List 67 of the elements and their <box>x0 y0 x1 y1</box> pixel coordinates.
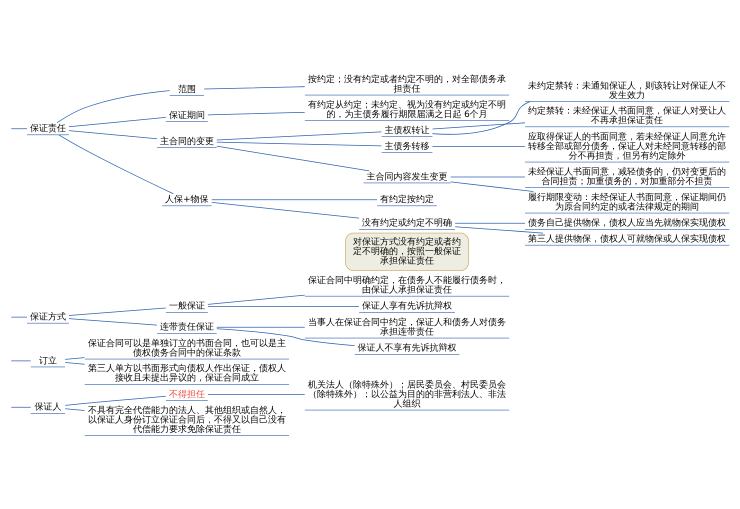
node-text: 当事人在保证合同中约定，保证人和债务人对债务承担连带责任 <box>308 318 506 338</box>
node-text: 主合同内容发生变更 <box>366 172 448 182</box>
connector <box>64 408 85 411</box>
node-text: 主债务转移 <box>384 142 430 152</box>
node-text: 主合同的变更 <box>160 136 214 147</box>
node-text: 应取得保证人的书面同意，若未经保证人同意允许转移全部或部分债务，保证人对未经同意转移的部分不再担责，但另有约定除外 <box>528 132 726 162</box>
connector <box>208 112 306 116</box>
node-text: 约定禁转：未经保证人书面同意，保证人对受让人不再承担保证责任 <box>528 106 726 126</box>
node-text: 没有约定或约定不明确 <box>362 218 452 229</box>
connector <box>64 357 85 360</box>
connector <box>216 328 355 346</box>
node-text: 保证合同可以是单独订立的书面合同，也可以是主债权债务合同中的保证条款 <box>88 338 286 358</box>
node-text: 保证人享有先诉抗辩权 <box>362 302 452 312</box>
connector <box>68 318 158 326</box>
node-text: 保证人 <box>34 402 62 413</box>
connector <box>454 222 526 224</box>
connector <box>432 146 526 147</box>
node-text: 连带责任保证 <box>160 322 214 333</box>
connector <box>450 176 526 178</box>
connector <box>454 226 544 234</box>
connector <box>208 306 360 307</box>
connector <box>211 202 360 219</box>
connector <box>208 394 306 395</box>
connector <box>10 128 28 130</box>
node-text: 订立 <box>38 356 57 366</box>
node-text: 第三人提供物保，债权人可就物保或人保实现债权 <box>528 234 726 244</box>
node-text: 未约定禁转：未通知保证人，则该转让对保证人不发生效力 <box>528 81 726 101</box>
node-text: 一般保证 <box>168 302 205 312</box>
connector <box>56 90 170 124</box>
connector <box>10 406 32 408</box>
connector <box>68 117 166 128</box>
node-text: 不具有完全代偿能力的法人、其他组织或自然人，以保证人身份订立保证合同后，不得又以自己没有代偿能力要求免除保证责任 <box>88 406 286 435</box>
node-box: 对保证方式没有约定或者约定不明确的，按照一般保证承担保证责任 <box>345 232 469 271</box>
node-text: 有约定从约定；未约定、视为没有约定或约定不明的，为主债务履行期限届满之日起 6个月 <box>308 100 506 120</box>
node-text: 保证方式 <box>30 312 66 322</box>
connector <box>432 122 526 130</box>
connector <box>68 308 166 316</box>
connector <box>216 326 306 328</box>
connector <box>204 86 306 90</box>
connector <box>58 134 174 194</box>
node-text: 有约定按约定 <box>380 195 434 206</box>
node-text: 保证人不享有先诉抗辩权 <box>358 344 457 354</box>
connector <box>10 316 28 318</box>
connector <box>68 130 158 140</box>
node-text: 人保+物保 <box>165 195 209 206</box>
connector <box>432 101 530 135</box>
node-text: 机关法人（除特殊外）；居民委员会、村民委员会（除特殊外）；以公益为目的的非营利法人、非法人组织 <box>308 380 506 410</box>
connector <box>64 396 166 406</box>
node-text: 未经保证人书面同意，减轻债务的，仍对变更后的合同担责；加重债务的，对加重部分不担责 <box>528 168 726 188</box>
connector <box>216 142 382 146</box>
connector <box>216 146 370 172</box>
connector <box>216 131 382 140</box>
node-text: 保证合同中明确约定，在债务人不能履行债务时，由保证人承担保证责任 <box>308 276 506 296</box>
node-text: 保证责任 <box>30 124 66 134</box>
node-text: 保证期间 <box>168 110 205 121</box>
node-text: 债务自己提供物保，债权人应当先就物保实现债权 <box>528 218 726 229</box>
node-text: 主债权转让 <box>384 126 430 136</box>
connector <box>450 182 534 192</box>
node-text: 第三人单方以书面形式向债权人作出保证，债权人接收且未提出异议的，保证合同成立 <box>88 364 286 384</box>
node-text: 不得担任 <box>168 390 205 400</box>
connector <box>64 362 85 365</box>
connector <box>211 199 378 200</box>
node-text: 按约定；没有约定或者约定不明的，对全部债务承担责任 <box>308 74 506 94</box>
node-text: 范围 <box>178 84 196 95</box>
connector <box>10 360 32 362</box>
node-text: 履行期限变动：未经保证人书面同意，保证期间仍为原合同约定的或者法律规定的期间 <box>528 192 726 212</box>
connector <box>208 294 306 305</box>
